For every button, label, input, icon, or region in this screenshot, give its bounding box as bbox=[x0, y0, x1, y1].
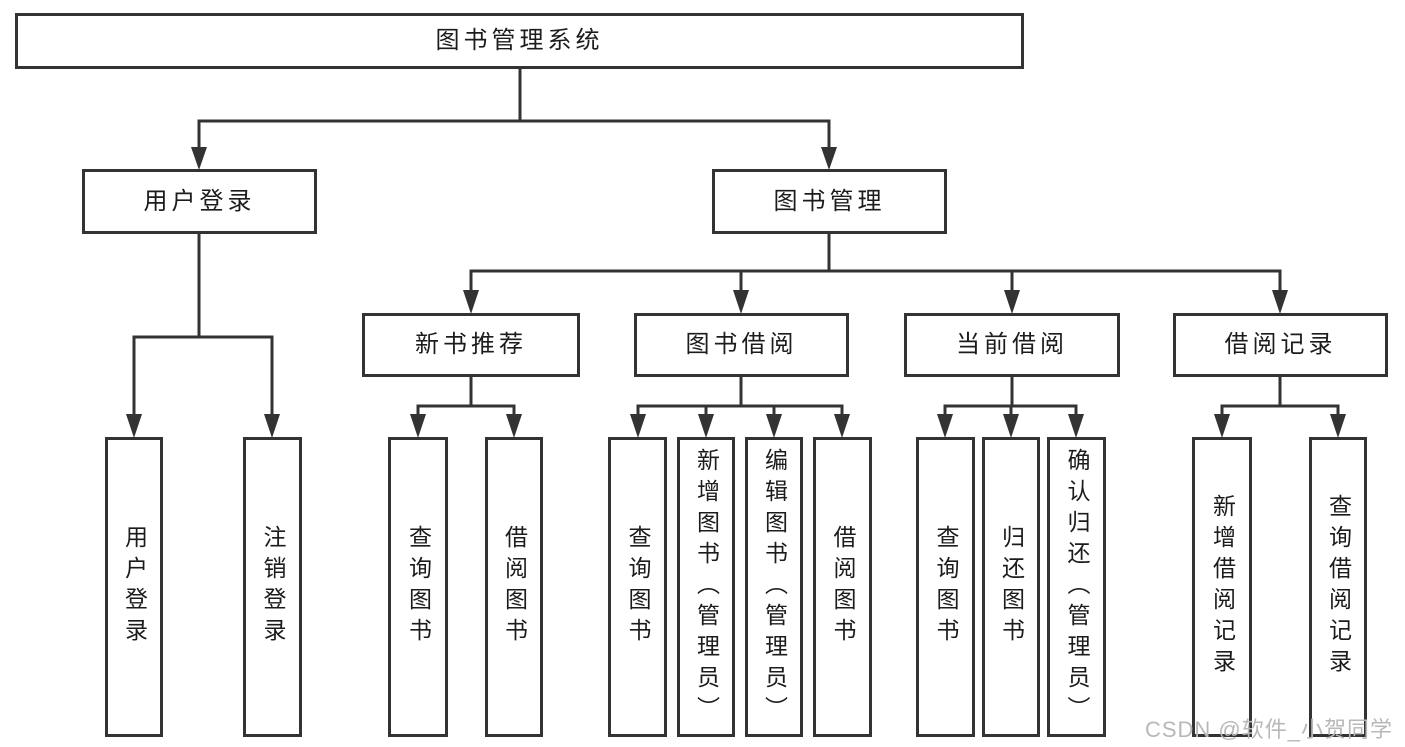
connector-new-book-recommend-to-leaves bbox=[410, 377, 522, 438]
leaf-return-books-label: 归还图书 bbox=[998, 525, 1025, 649]
node-current-borrow: 当前借阅 bbox=[904, 313, 1120, 377]
leaf-borrow-books-label: 借阅图书 bbox=[830, 525, 856, 649]
connector-user-login-to-leaves bbox=[126, 234, 280, 438]
node-borrow-records: 借阅记录 bbox=[1173, 313, 1388, 377]
leaf-return-books: 归还图书 bbox=[982, 437, 1040, 737]
node-new-book-recommend: 新书推荐 bbox=[362, 313, 580, 377]
connector-book-management-to-level3 bbox=[463, 234, 1288, 314]
leaf-add-book-admin-label: 新增图书（管理员） bbox=[693, 447, 720, 727]
leaf-borrow-books-recommend: 借阅图书 bbox=[485, 437, 543, 737]
node-book-borrow: 图书借阅 bbox=[634, 313, 849, 377]
leaf-query-borrow-record: 查询借阅记录 bbox=[1309, 437, 1367, 737]
node-user-login: 用户登录 bbox=[82, 169, 317, 234]
node-book-borrow-label: 图书借阅 bbox=[685, 331, 798, 358]
connector-current-borrow-to-leaves bbox=[937, 377, 1084, 438]
node-new-book-recommend-label: 新书推荐 bbox=[415, 331, 527, 358]
connector-borrow-records-to-leaves bbox=[1214, 377, 1346, 438]
connector-book-borrow-to-leaves bbox=[630, 377, 850, 438]
leaf-query-books-borrow-label: 查询图书 bbox=[625, 525, 651, 649]
leaf-query-books-recommend-label: 查询图书 bbox=[405, 525, 432, 649]
node-root: 图书管理系统 bbox=[15, 13, 1024, 69]
leaf-query-books-current-label: 查询图书 bbox=[933, 525, 959, 649]
leaf-add-book-admin: 新增图书（管理员） bbox=[677, 437, 735, 737]
leaf-edit-book-admin-label: 编辑图书（管理员） bbox=[761, 447, 788, 727]
leaf-query-books-recommend: 查询图书 bbox=[388, 437, 448, 737]
leaf-query-books-current: 查询图书 bbox=[916, 437, 975, 737]
node-borrow-records-label: 借阅记录 bbox=[1224, 331, 1337, 358]
node-current-borrow-label: 当前借阅 bbox=[956, 331, 1068, 358]
csdn-watermark: CSDN @软件_小贺同学 bbox=[1144, 717, 1393, 742]
connector-root-to-level2 bbox=[191, 69, 837, 170]
leaf-borrow-books: 借阅图书 bbox=[813, 437, 872, 737]
leaf-query-borrow-record-label: 查询借阅记录 bbox=[1325, 494, 1352, 680]
leaf-borrow-books-recommend-label: 借阅图书 bbox=[501, 525, 528, 649]
leaf-confirm-return-admin: 确认归还（管理员） bbox=[1047, 437, 1106, 737]
leaf-add-borrow-record-label: 新增借阅记录 bbox=[1209, 494, 1236, 680]
leaf-logout-label: 注销登录 bbox=[260, 525, 286, 649]
leaf-query-books-borrow: 查询图书 bbox=[608, 437, 667, 737]
node-book-management-label: 图书管理 bbox=[773, 187, 886, 215]
node-book-management: 图书管理 bbox=[712, 169, 947, 234]
leaf-edit-book-admin: 编辑图书（管理员） bbox=[745, 437, 803, 737]
leaf-user-login: 用户登录 bbox=[105, 437, 163, 737]
node-root-label: 图书管理系统 bbox=[435, 27, 604, 54]
leaf-add-borrow-record: 新增借阅记录 bbox=[1192, 437, 1252, 737]
leaf-logout: 注销登录 bbox=[243, 437, 302, 737]
node-user-login-label: 用户登录 bbox=[143, 187, 256, 215]
leaf-user-login-label: 用户登录 bbox=[121, 525, 148, 649]
leaf-confirm-return-admin-label: 确认归还（管理员） bbox=[1064, 447, 1090, 727]
